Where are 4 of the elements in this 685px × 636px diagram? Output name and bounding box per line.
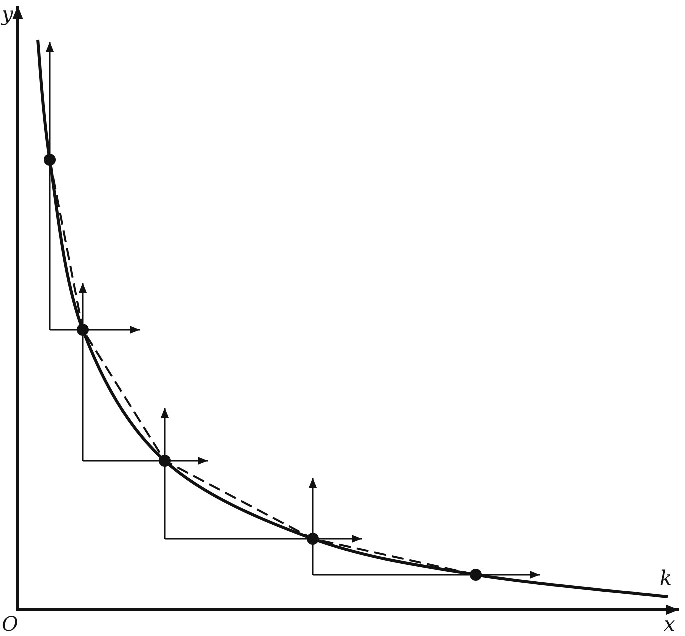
curve-label: k bbox=[660, 568, 672, 588]
axis-label: x bbox=[664, 614, 676, 634]
axis-label: y bbox=[2, 4, 14, 24]
origin-label: O bbox=[2, 614, 18, 634]
